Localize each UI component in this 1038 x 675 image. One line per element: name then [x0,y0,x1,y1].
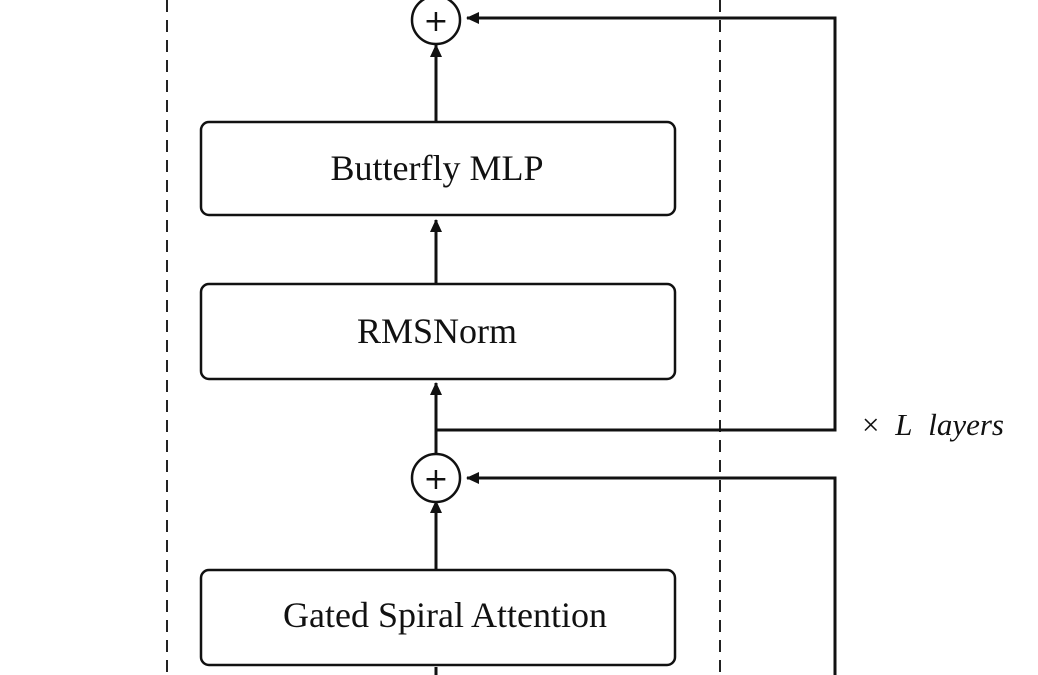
layers-repeat-label: × L layers [862,407,1004,442]
gated-spiral-attention-label: Gated Spiral Attention [283,595,607,635]
butterfly-mlp-block: Butterfly MLP [199,120,677,217]
residual-skip-bottom [466,472,837,675]
times-symbol: × [862,407,879,442]
residual-add-top: + [410,0,462,46]
residual-add-middle: + [410,452,462,504]
plus-icon: + [423,4,448,39]
layers-word: layers [928,407,1004,442]
gated-spiral-attention-block: Gated Spiral Attention [199,568,677,667]
layer-count-symbol: L [894,407,912,442]
plus-icon: + [423,462,448,497]
residual-skip-top [436,12,837,432]
rmsnorm-block: RMSNorm [199,282,677,381]
rmsnorm-label: RMSNorm [357,311,517,351]
butterfly-mlp-label: Butterfly MLP [331,148,544,188]
